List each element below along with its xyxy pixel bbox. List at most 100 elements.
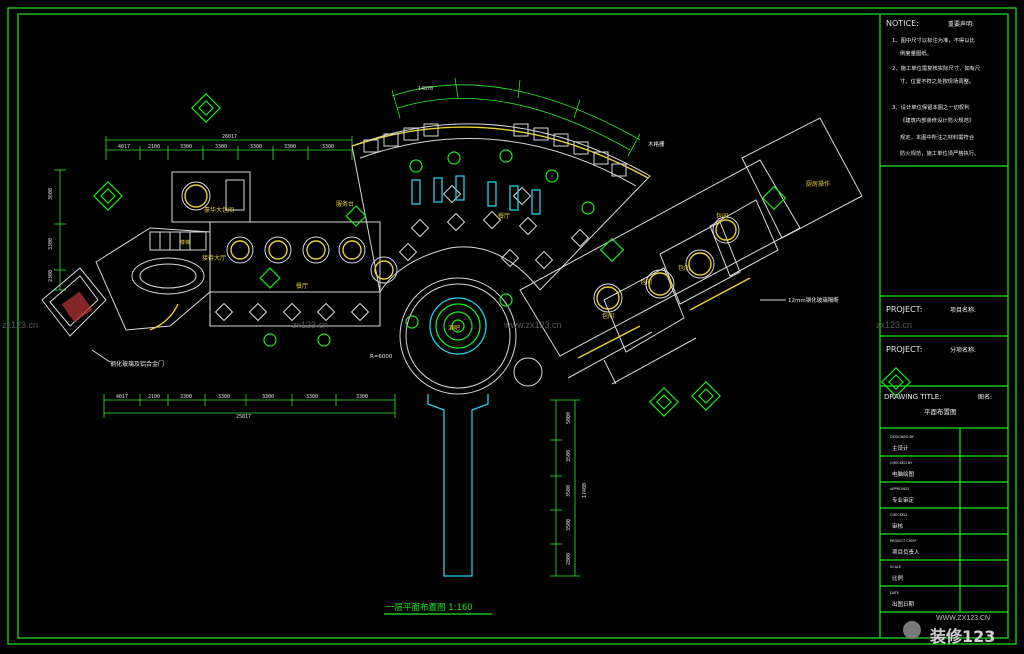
sign-row-en: SCALE xyxy=(890,565,901,569)
square-tables xyxy=(214,184,590,322)
sign-row-en: CHECKED BY xyxy=(890,461,913,465)
sign-row-cn: 审核 xyxy=(892,522,904,530)
notice-title-cn: 重要声明: xyxy=(948,20,974,28)
annotations: 钢化玻璃及铝合金门 12mm钢化玻璃隔断 木格栅 xyxy=(91,140,839,368)
annotation-arc: 木格栅 xyxy=(648,140,665,148)
drawing-title-label: DRAWING TITLE: xyxy=(884,393,942,401)
sheet-border xyxy=(7,7,1017,645)
dim-label: 2300 xyxy=(48,270,54,282)
sign-rows: DESIGNED BY 主设计 CHECKED BY 电脑绘图 APPROVED… xyxy=(890,435,920,608)
label-stair: 楼梯 xyxy=(180,239,190,246)
notice-item: 规定，本图中所注之材料需符合 xyxy=(900,133,975,141)
dimension-right-vertical: 5000 3500 3500 3500 2800 17400 xyxy=(550,399,588,577)
annotation-glass-partition: 12mm钢化玻璃隔断 xyxy=(788,296,839,304)
drawing-title-label-cn: 图名: xyxy=(978,393,992,401)
dim-label: 3300 xyxy=(218,394,230,400)
label-kitchen: 厨房操作 xyxy=(806,180,830,188)
sign-row-cn: 出图日期 xyxy=(892,600,915,608)
dim-label: 3300 xyxy=(180,144,192,150)
dim-label: 3500 xyxy=(566,485,572,497)
sign-row-cn: 项目负责人 xyxy=(892,548,920,556)
bridge-corridor xyxy=(427,394,489,577)
annotation-glass-door: 钢化玻璃及铝合金门 xyxy=(110,360,164,368)
label-radius: R=6000 xyxy=(370,354,393,360)
dim-label: 3300 xyxy=(306,394,318,400)
dim-label: 3300 xyxy=(284,144,296,150)
notice-item: 3、设计单位保留本图之一切权利 xyxy=(892,103,970,111)
label-vip-room: 豪华大包间 xyxy=(204,206,234,214)
dim-total: 25817 xyxy=(236,414,251,420)
label-private-room: 包间 xyxy=(716,212,728,220)
sign-row-en: CHECKED xyxy=(890,513,907,517)
dim-label: 2100 xyxy=(148,394,160,400)
watermark: zx123.cn xyxy=(2,320,38,330)
notice-title: NOTICE: xyxy=(886,19,919,28)
dim-label: 3300 xyxy=(356,394,368,400)
drawing-title-value: 平面布置图 xyxy=(924,407,957,416)
dim-label: 3500 xyxy=(566,519,572,531)
floor-plan xyxy=(41,117,863,577)
dimension-left: 3600 3300 2300 xyxy=(48,169,66,291)
dim-label: 3300 xyxy=(180,394,192,400)
dim-total: 17400 xyxy=(582,483,588,498)
dim-label: 3300 xyxy=(262,394,274,400)
label-private-room: 包间 xyxy=(640,278,652,286)
round-tables xyxy=(226,236,398,284)
brand-name: 装修123 xyxy=(929,627,995,646)
sign-row-en: APPROVED xyxy=(890,487,909,491)
dimension-top: 4017 2100 3300 3300 3300 3300 3300 26017 xyxy=(105,134,353,160)
sign-row-en: DESIGNED BY xyxy=(890,435,915,439)
project-value: 项目名称: xyxy=(950,306,976,314)
dim-total: 26017 xyxy=(222,134,237,140)
label-private-room: 包间 xyxy=(602,312,614,320)
notice-item: 1、图中尺寸以标注为准，不得以比 xyxy=(892,36,975,44)
inner-border xyxy=(17,13,1009,639)
plan-title-group: 一层平面布置图 1:160 xyxy=(384,602,492,615)
dim-label: 5000 xyxy=(566,412,572,424)
dim-label: 3300 xyxy=(215,144,227,150)
notice-item: 2、施工单位需复核实际尺寸，如有尺 xyxy=(892,64,981,72)
subproject-value: 分项名称: xyxy=(950,346,976,354)
brand-icon xyxy=(903,621,921,639)
subproject-label: PROJECT: xyxy=(886,345,922,354)
title-block: NOTICE: 重要声明: 1、图中尺寸以标注为准，不得以比 例度量图纸。 2、… xyxy=(879,14,1008,638)
brand-url: WWW.ZX123.CN xyxy=(936,615,990,622)
sign-row-en: PROJECT CHIEF xyxy=(890,539,917,543)
dim-label: 4017 xyxy=(118,144,130,150)
central-round-hall xyxy=(399,277,517,395)
watermark: zx123.cn xyxy=(292,320,328,330)
dim-label: 3300 xyxy=(250,144,262,150)
notice-item: 防火规范，施工单位须严格执行。 xyxy=(900,149,979,157)
dim-label: 3500 xyxy=(566,450,572,462)
label-lobby: 接待大厅 xyxy=(202,254,226,262)
dining-hall xyxy=(209,221,381,327)
entrance-wing xyxy=(41,267,107,337)
dim-label: 2100 xyxy=(148,144,160,150)
dimension-bottom: 4017 2100 3300 3300 3300 3300 3300 25817 xyxy=(103,394,396,420)
label-service-desk: 服务台 xyxy=(336,200,354,208)
dim-label: 4017 xyxy=(116,394,128,400)
fan-dining-hall xyxy=(351,123,651,294)
sign-row-cn: 专业审定 xyxy=(892,496,915,504)
label-dining-hall: 餐厅 xyxy=(296,282,308,290)
watermark: www.zx123.cn xyxy=(503,320,562,330)
notice-item: 《建筑内部装修设计防火规范》 xyxy=(900,116,974,124)
dimension-arc: 14870 xyxy=(391,77,641,157)
notice-item: 例度量图纸。 xyxy=(900,49,932,57)
project-label: PROJECT: xyxy=(886,305,922,314)
watermark: zx123.cn xyxy=(876,320,912,330)
label-bar: 酒吧 xyxy=(448,324,460,332)
dim-label: 14870 xyxy=(418,86,433,92)
dim-label: 2800 xyxy=(566,553,572,565)
plant-symbols xyxy=(93,93,911,417)
booth-tables xyxy=(411,175,541,215)
label-fan-hall: 餐厅 xyxy=(498,212,510,220)
sign-row-cn: 比例 xyxy=(892,574,904,582)
dim-label: 3600 xyxy=(48,188,54,200)
label-private-room: 包间 xyxy=(678,264,690,272)
plan-title: 一层平面布置图 1:160 xyxy=(386,602,473,613)
notice-item: 寸、位置不符之处按现场调整。 xyxy=(900,77,974,85)
room-labels: 豪华大包间 接待大厅 服务台 餐厅 餐厅 包间 包间 包间 包间 厨房操作 楼梯… xyxy=(180,180,830,360)
reception-lobby xyxy=(95,227,211,331)
